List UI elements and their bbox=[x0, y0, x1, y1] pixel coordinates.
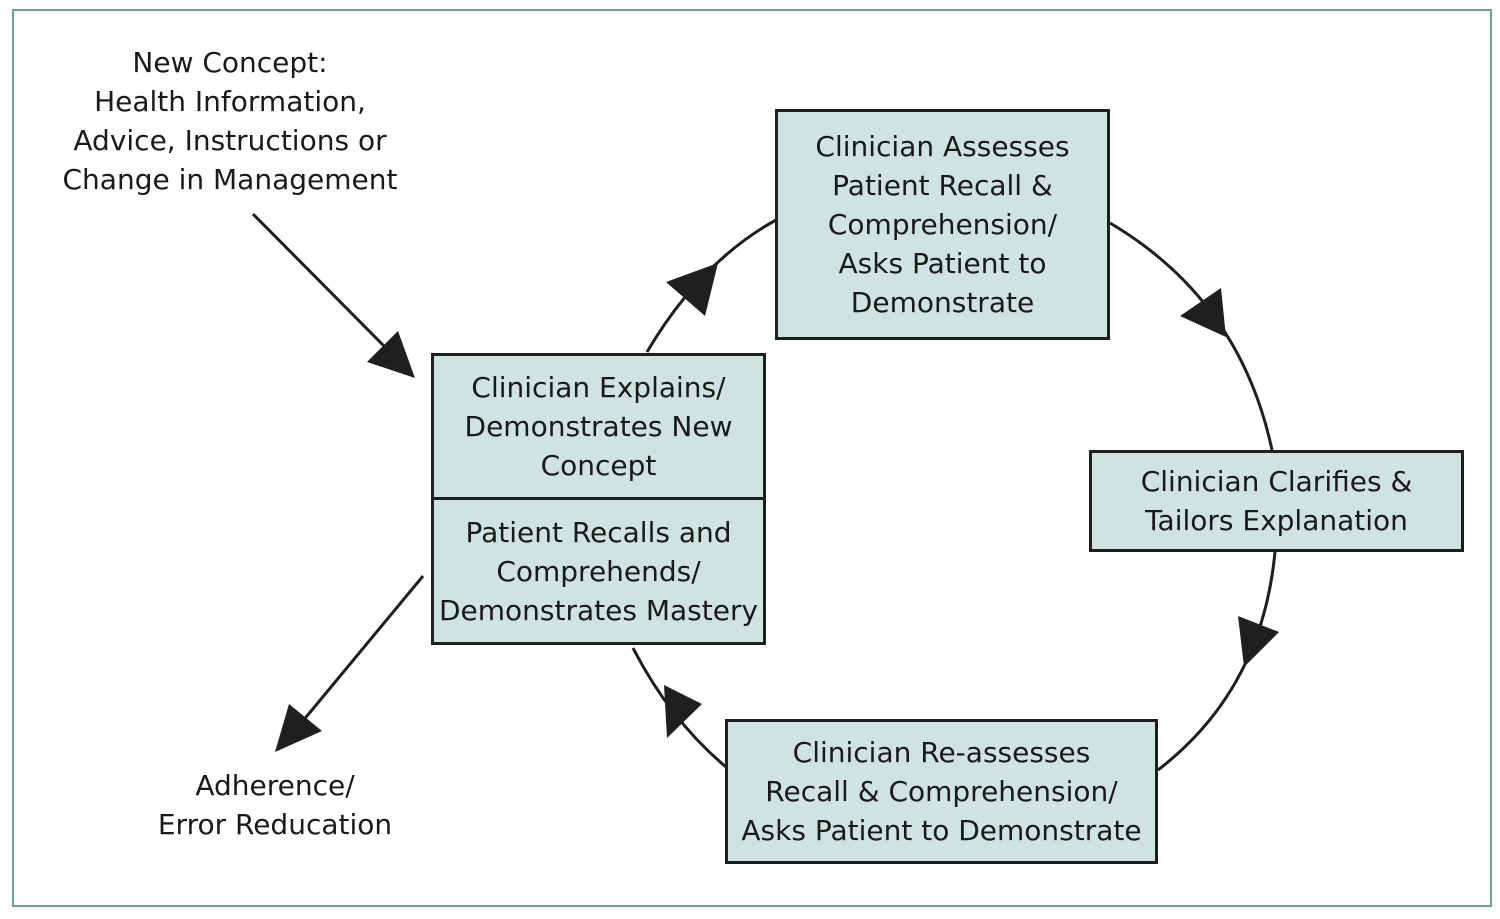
patient-recalls-box: Patient Recalls and Comprehends/ Demonst… bbox=[438, 515, 759, 627]
output-arrow-line bbox=[300, 575, 425, 723]
diagram-frame bbox=[12, 9, 1492, 907]
cycle-arc-clarify-to-reassess bbox=[1157, 551, 1277, 772]
input-arrow-line bbox=[251, 212, 386, 348]
input-arrowhead bbox=[367, 331, 415, 378]
explain-recall-box: Clinician Explains/ Demonstrates New Con… bbox=[431, 353, 766, 645]
clinician-reassesses-box: Clinician Re-assesses Recall & Comprehen… bbox=[725, 719, 1158, 864]
output-arrowhead bbox=[275, 704, 322, 752]
cycle-arrowhead-4 bbox=[664, 685, 702, 738]
input-concept-label: New Concept: Health Information, Advice,… bbox=[62, 46, 398, 196]
clinician-assesses-box: Clinician Assesses Patient Recall & Comp… bbox=[775, 109, 1110, 340]
cycle-arrowhead-3 bbox=[1238, 616, 1279, 667]
clinician-clarifies-box: Clinician Clarifies & Tailors Explanatio… bbox=[1089, 450, 1464, 552]
cycle-arc-assess-to-clarify bbox=[1109, 221, 1274, 451]
cycle-arrowhead-1 bbox=[666, 263, 718, 316]
output-adherence-label: Adherence/ Error Reducation bbox=[157, 769, 393, 841]
cycle-arrowhead-2 bbox=[1180, 288, 1226, 337]
clinician-explains-box: Clinician Explains/ Demonstrates New Con… bbox=[434, 356, 763, 500]
